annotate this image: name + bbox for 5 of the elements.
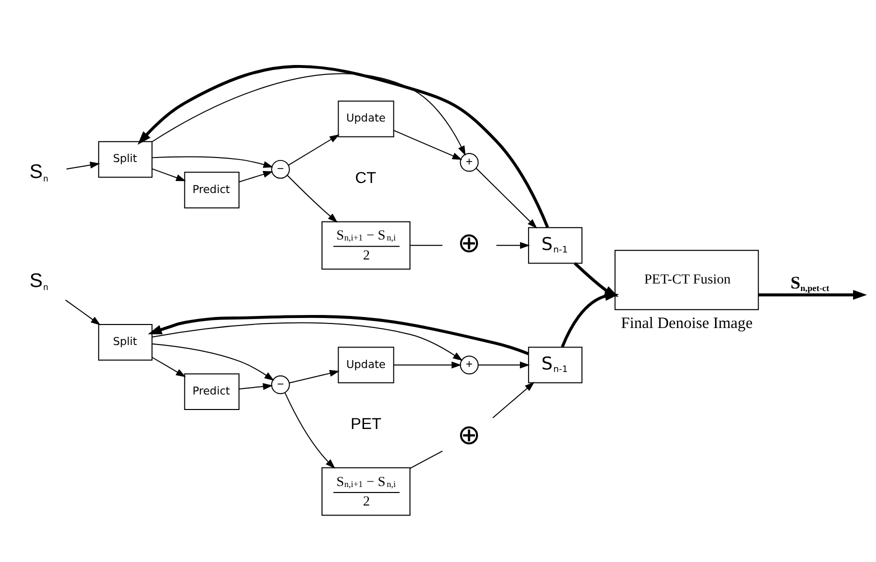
label: PET [350, 416, 382, 433]
node-label: Final Denoise Image [620, 314, 753, 332]
node-text: ⊕ [457, 418, 480, 450]
label: CT [355, 169, 376, 186]
node-text: ⊕ [457, 226, 480, 258]
